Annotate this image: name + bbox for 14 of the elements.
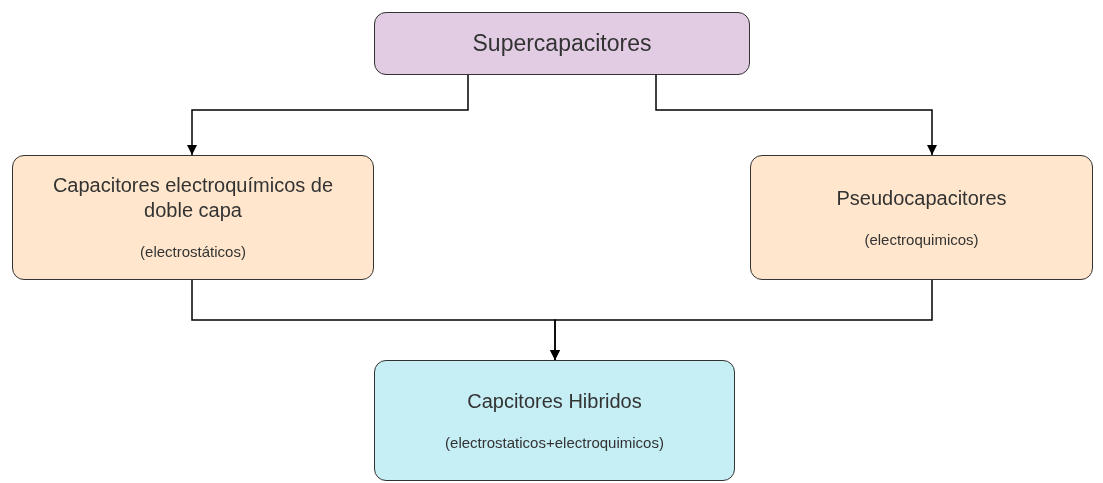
node-subtitle: (electrostáticos) (140, 243, 246, 262)
node-subtitle: (electroquimicos) (864, 230, 979, 250)
arrow (187, 74, 469, 156)
node-subtitle: (electrostaticos+electroquimicos) (445, 433, 664, 453)
arrow (655, 74, 937, 156)
process-box (750, 155, 1093, 280)
process-box (12, 155, 374, 280)
node-title: Capacitores electroquímicos de doble capa (51, 173, 335, 224)
process-box (374, 360, 735, 481)
node-title: Pseudocapacitores (836, 185, 1007, 211)
arrow (550, 279, 933, 361)
node-title: Capcitores Hibridos (467, 388, 642, 414)
node-title: Supercapacitores (472, 29, 652, 58)
process-box (374, 12, 750, 75)
